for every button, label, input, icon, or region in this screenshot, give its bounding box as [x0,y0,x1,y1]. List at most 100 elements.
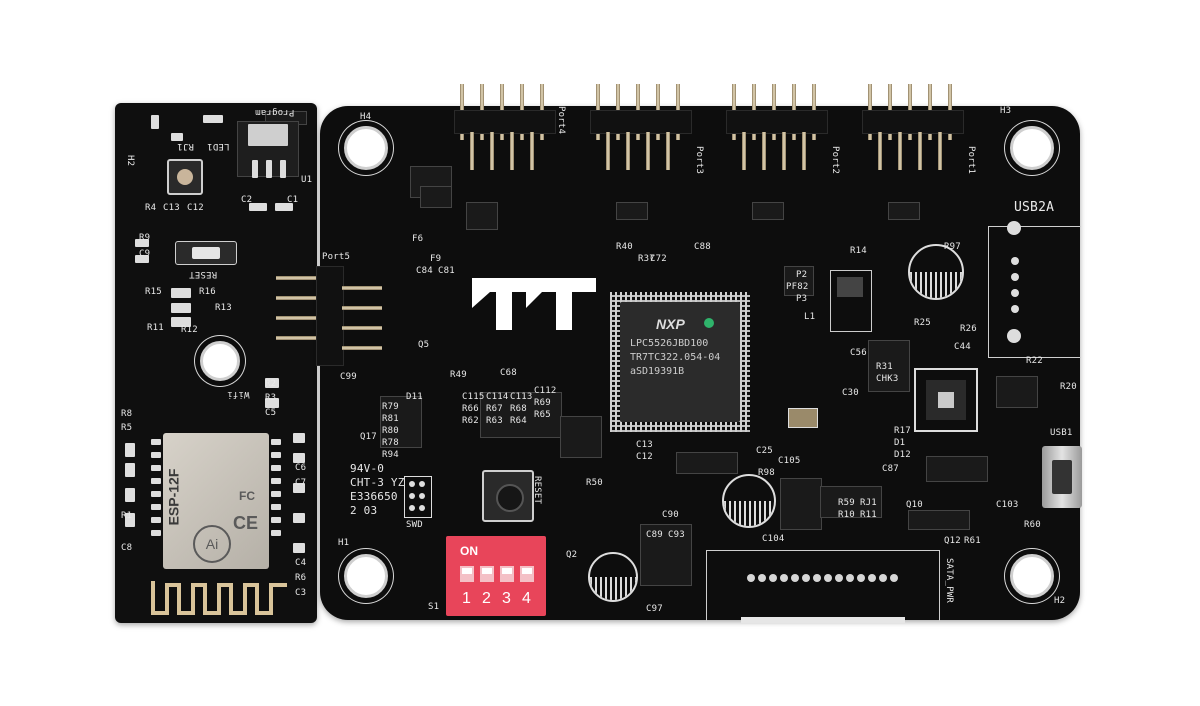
silk-c81: C81 [438,266,455,276]
silk-reset: RESET [189,269,218,279]
silk-c97: RJ1 [860,498,877,508]
silk-s1: S1 [428,602,440,612]
silk-r16: R16 [199,287,216,297]
silk-c106: C56 [850,348,867,358]
regulator-chip [830,270,872,332]
silk-u1-main: C25 [756,446,773,456]
silk-rj1-main: R50 [586,478,603,488]
silk-q2: R25 [914,318,931,328]
sata-power-connector[interactable] [706,550,940,623]
silk-r63: R63 [486,416,503,426]
silk-c92: R10 [838,510,855,520]
port5-header[interactable] [276,266,386,366]
silk-c112: C112 [534,386,557,396]
silk-r4: R4 [145,203,157,213]
marking-e336650: E336650 [350,490,398,503]
silk-ec2: R98 [758,468,775,478]
dip-slot-1[interactable] [460,566,474,582]
silk-chk3: C44 [954,342,971,352]
port2-header[interactable] [726,84,830,170]
silk-sata: SATA_PWR [944,558,954,603]
silk-q1: RJ1 [177,141,194,151]
silk-r61: C89 [646,530,663,540]
silk-p3: P3 [796,294,808,304]
dip-switch[interactable]: ON 1 2 3 4 [446,536,546,616]
silk-led1: Program [255,107,295,117]
port3-header[interactable] [590,84,694,170]
silk-c98: R11 [860,510,877,520]
dip-pos-1: 1 [462,590,471,607]
dip-slot-2[interactable] [480,566,494,582]
fc-mark-icon: FC [239,489,255,503]
silk-ec3: Q2 [566,550,578,560]
silk-p2: P2 [796,270,808,280]
silk-r98: CHK3 [876,374,899,384]
silk-r78: R78 [382,438,399,448]
silk-f9: F9 [430,254,442,264]
silk-r94: R94 [382,450,399,460]
silk-r49: R49 [450,370,467,380]
swd-header[interactable] [404,476,432,518]
mcu-line3: aSD19391B [630,366,685,377]
silk-r26: R22 [1026,356,1043,366]
silk-c93: R59 [838,498,855,508]
dip-slot-4[interactable] [520,566,534,582]
silk-r13: R13 [215,303,232,313]
silk-r12: R12 [181,325,198,335]
silk-c9: C9 [139,249,151,259]
mcu-line1: LPC5526JBD100 [630,338,709,349]
silk-c43: D1 [894,438,906,448]
silk-c1: C1 [287,195,299,205]
silk-rj1: LED1 [207,141,230,151]
silk-r5: R5 [121,423,133,433]
silk-r11: R11 [147,323,164,333]
silk-r64: R64 [510,416,527,426]
silk-r97: R31 [876,362,893,372]
silk-r40: R37 [638,254,655,264]
silk-d4: R40 [616,242,633,252]
silk-r15: R15 [145,287,162,297]
mount-hole-h3 [1010,126,1054,170]
silk-c68: C68 [500,368,517,378]
silk-c5: C5 [265,408,277,418]
silk-r60: C97 [646,604,663,614]
silk-r50: C12 [636,452,653,462]
silk-r68: R68 [510,404,527,414]
silk-c12: C12 [187,203,204,213]
mount-hole-h2-main [1010,554,1054,598]
silk-l1: L1 [804,312,816,322]
silk-r14: R26 [960,324,977,334]
silk-c30: C103 [996,500,1019,510]
dip-pos-3: 3 [502,590,511,607]
silk-r17: Q10 [906,500,923,510]
silk-program: H2 [125,155,135,167]
mcu-line2: TR7TC322.054-04 [630,352,721,363]
port4-header[interactable] [454,84,558,170]
silk-r69: R69 [534,398,551,408]
silk-c44: R17 [894,426,911,436]
reset-button-main[interactable] [482,470,534,522]
silk-ec1: R97 [944,242,961,252]
capacitor-ec3 [588,552,638,602]
silk-r81: R81 [382,414,399,424]
reset-button-module[interactable] [175,241,237,265]
crystal [788,408,818,428]
port1-header[interactable] [862,84,966,170]
silk-swd: SWD [406,520,423,530]
usb2a-connector[interactable] [988,221,1081,358]
silk-c87: C104 [762,534,785,544]
silk-port1: Port1 [966,146,976,175]
silk-q10: C105 [778,456,801,466]
program-button[interactable] [167,159,203,195]
usb1-connector[interactable] [1042,446,1082,508]
dip-slot-3[interactable] [500,566,514,582]
silk-port5: Port5 [322,252,351,262]
silk-r51: C13 [636,440,653,450]
silk-h1: H1 [338,538,350,548]
silk-port3: Port3 [694,146,704,175]
silk-d12: R61 [964,536,981,546]
silk-port2: Port2 [830,146,840,175]
silk-c4: C4 [295,558,307,568]
silk-r1: R1 [121,511,133,521]
silk-c2: C2 [241,195,253,205]
